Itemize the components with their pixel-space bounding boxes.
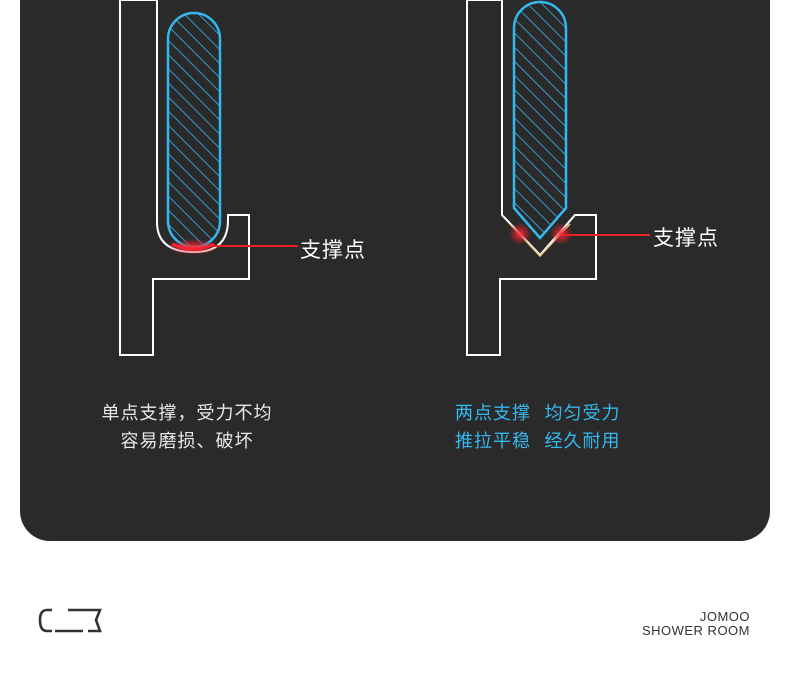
brand-name: JOMOO SHOWER ROOM (642, 610, 750, 638)
brand-logo-icon (38, 608, 102, 633)
right-support-point-left (509, 223, 531, 245)
left-caption-line2: 容易磨损、破坏 (120, 431, 254, 452)
left-callout-label: 支撑点 (300, 238, 366, 262)
left-caption: 单点支撑，受力不均 容易磨损、破坏 (96, 400, 278, 456)
brand-line1: JOMOO (699, 609, 750, 624)
right-callout-label: 支撑点 (653, 226, 719, 250)
right-caption-line2: 推拉平稳 经久耐用 (455, 431, 621, 452)
left-caption-line1: 单点支撑，受力不均 (101, 403, 273, 424)
right-caption: 两点支撑 均匀受力 推拉平稳 经久耐用 (455, 400, 620, 456)
left-glass-panel (166, 11, 222, 249)
right-caption-line1: 两点支撑 均匀受力 (455, 403, 621, 424)
right-glass-panel (512, 0, 568, 240)
track-comparison-diagram (119, 0, 650, 356)
brand-line2: SHOWER ROOM (641, 623, 750, 638)
right-track-profile (466, 0, 597, 356)
left-support-point (167, 239, 219, 255)
comparison-panel (20, 0, 770, 541)
